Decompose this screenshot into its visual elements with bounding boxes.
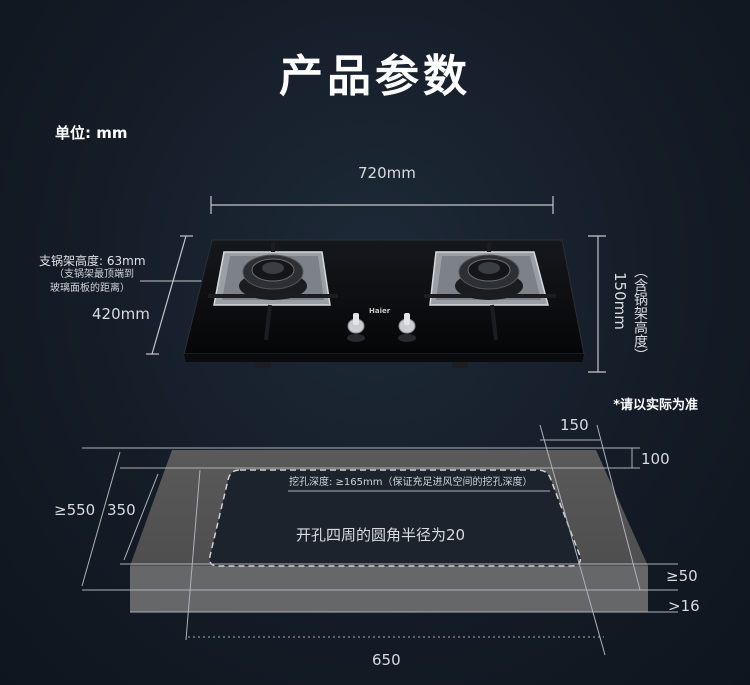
- left-knob-icon: [347, 313, 365, 342]
- pan-support-note-line1: （支锅架最顶端到: [54, 269, 134, 280]
- unit-label: 单位: mm: [55, 124, 128, 142]
- cutout-thickness-label: >16: [668, 597, 700, 615]
- brand-logo: Haier: [369, 307, 391, 315]
- cutout-hole-width-label: 650: [372, 651, 401, 669]
- cutout-depth-label: 挖孔深度: ≥165mm（保证充足进风空间的挖孔深度）: [289, 477, 533, 488]
- stove-depth-label: 420mm: [92, 305, 150, 323]
- cutout-hole: [208, 469, 582, 567]
- pan-support-note-line2: 玻璃面板的距离）: [50, 283, 130, 294]
- cutout-top-side-label: 100: [641, 450, 670, 468]
- countertop-slab: [130, 450, 648, 612]
- right-burner: [424, 242, 556, 341]
- cutout-outer-depth-label: ≥550: [54, 501, 96, 519]
- stove-height-label: 150mm: [611, 272, 629, 330]
- pan-support-height-label: 支锅架高度: 63mm: [39, 254, 146, 268]
- cutout-hole-depth-label: 350: [107, 501, 136, 519]
- page-title: 产品参数: [279, 51, 471, 102]
- stove-depth-dimension: [146, 235, 193, 355]
- cutout-dimension-lines: [81, 424, 678, 656]
- disclaimer-note: *请以实际为准: [613, 398, 698, 413]
- cutout-corner-note: 开孔四周的圆角半径为20: [296, 526, 466, 544]
- stove-width-label: 720mm: [358, 164, 416, 182]
- cutout-top-margin-label: 150: [560, 416, 589, 434]
- stove-height-note: （含锅架高度）: [632, 264, 648, 362]
- stove-height-dimension: [588, 235, 606, 373]
- stove-width-dimension: [210, 196, 554, 214]
- cutout-front-margin-label: ≥50: [666, 567, 698, 585]
- left-burner: [208, 242, 338, 341]
- right-knob-icon: [398, 313, 416, 342]
